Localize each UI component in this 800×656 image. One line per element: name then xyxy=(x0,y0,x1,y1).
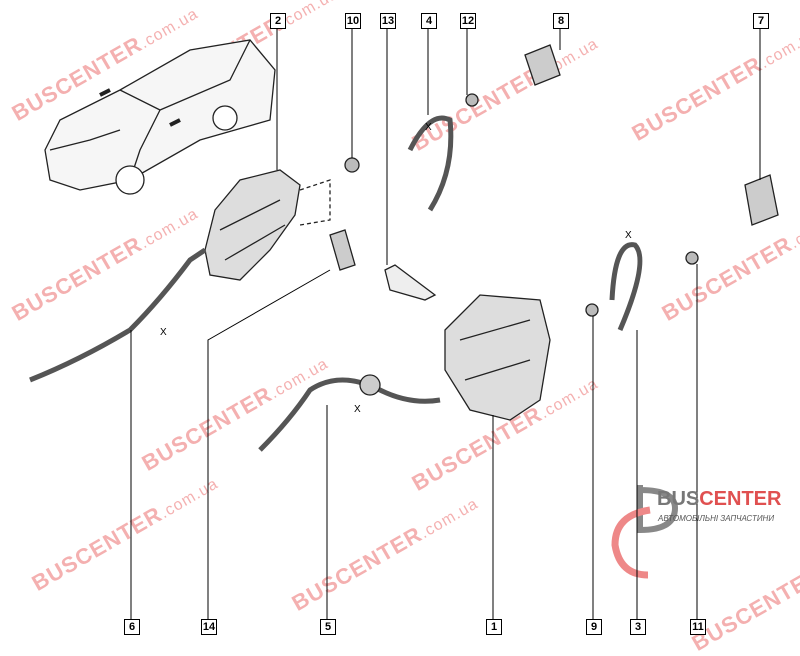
callout-13[interactable]: 13 xyxy=(380,13,396,29)
cable-mark: X xyxy=(160,327,167,338)
part-11-screw xyxy=(685,251,699,265)
logo-brand: BUSCENTER xyxy=(657,488,782,510)
callout-6[interactable]: 6 xyxy=(124,619,140,635)
buscenter-logo-mark xyxy=(611,485,679,579)
part-13-seal xyxy=(384,264,437,301)
vehicle-illustration xyxy=(44,39,276,195)
cable-mark: X xyxy=(354,404,361,415)
part-9-clip xyxy=(585,303,599,317)
cable-mark: X xyxy=(625,230,632,241)
callout-1[interactable]: 1 xyxy=(486,619,502,635)
logo-tagline: АВТОМОБІЛЬНІ ЗАПЧАСТИНИ xyxy=(658,514,775,523)
callout-2[interactable]: 2 xyxy=(270,13,286,29)
callout-12[interactable]: 12 xyxy=(460,13,476,29)
part-1-door-lock xyxy=(444,294,551,421)
callout-3[interactable]: 3 xyxy=(630,619,646,635)
callout-14[interactable]: 14 xyxy=(201,619,217,635)
part-3-cable xyxy=(609,242,643,331)
part-8-striker xyxy=(524,44,561,86)
part-5-cable xyxy=(258,377,441,452)
part-10-clip xyxy=(344,157,360,173)
callout-10[interactable]: 10 xyxy=(345,13,361,29)
part-7-striker xyxy=(744,174,779,226)
part-14-bracket xyxy=(329,229,356,271)
cable-mark: X xyxy=(425,122,432,133)
part-2-door-handle-mechanism xyxy=(204,169,331,281)
callout-5[interactable]: 5 xyxy=(320,619,336,635)
callout-8[interactable]: 8 xyxy=(553,13,569,29)
callout-9[interactable]: 9 xyxy=(586,619,602,635)
callout-11[interactable]: 11 xyxy=(690,619,706,635)
callout-4[interactable]: 4 xyxy=(421,13,437,29)
part-4-cable xyxy=(407,115,454,212)
part-12-screw xyxy=(465,93,479,107)
callout-7[interactable]: 7 xyxy=(753,13,769,29)
part-6-cable xyxy=(29,247,207,383)
